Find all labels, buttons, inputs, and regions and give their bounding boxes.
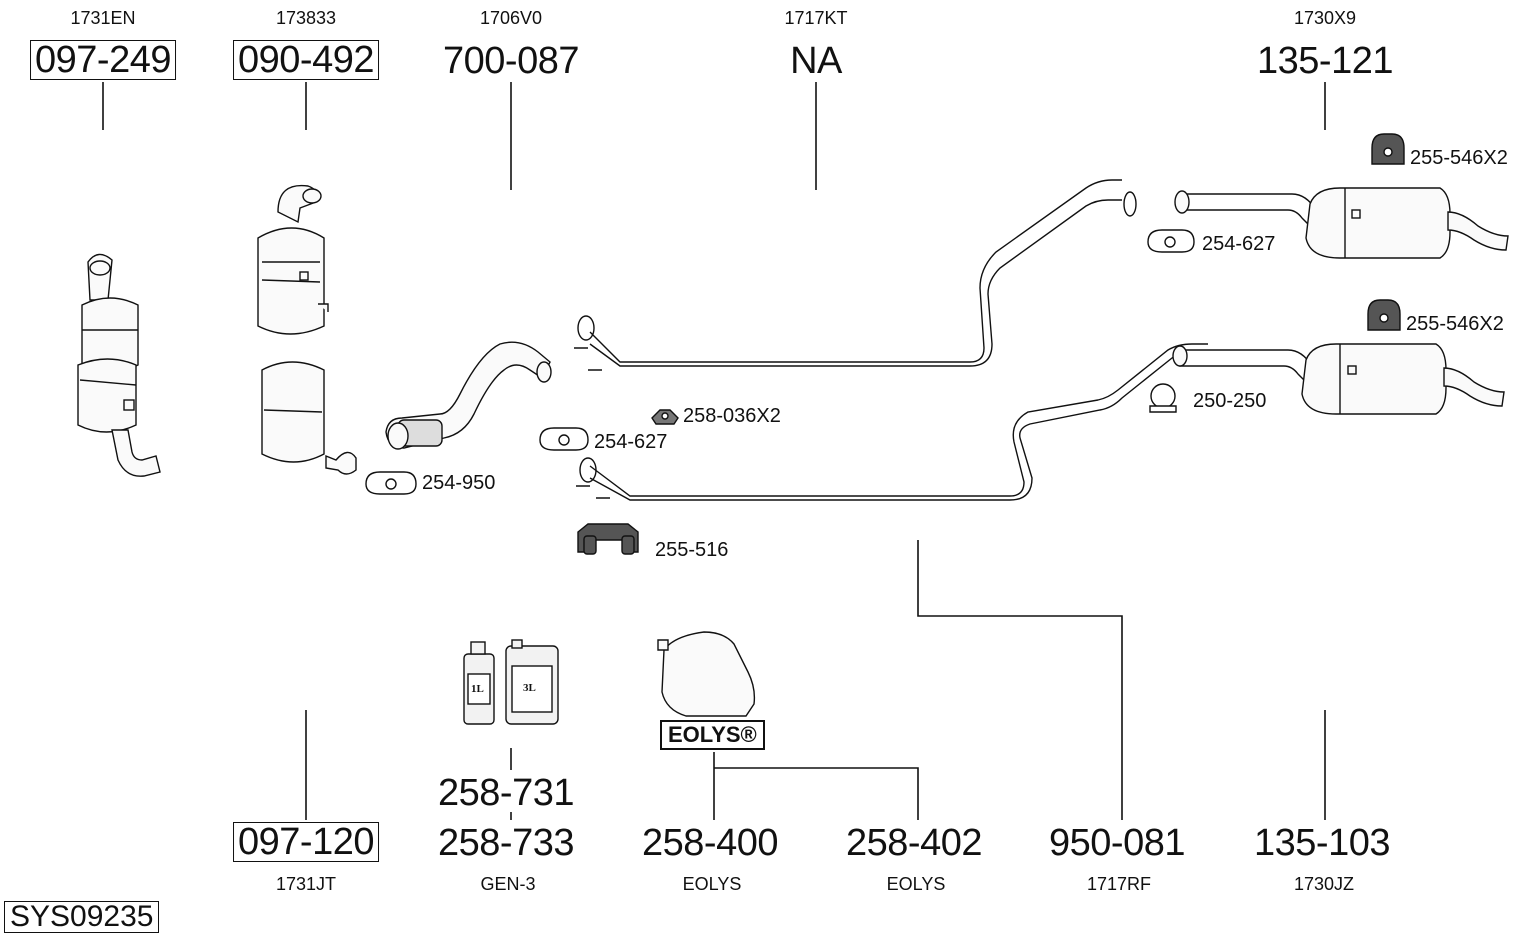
reference-code: 1730X9 — [1293, 8, 1357, 28]
part-number[interactable]: 258-400 — [642, 822, 778, 864]
reference-code: 173833 — [275, 8, 337, 28]
flex-pipe-icon — [385, 341, 552, 450]
leader-line — [714, 767, 919, 820]
reference-code: 1730JZ — [1293, 874, 1355, 894]
part-number[interactable]: NA — [790, 40, 842, 82]
reference-code: 1731JT — [275, 874, 337, 894]
callout-label[interactable]: 254-627 — [594, 431, 668, 453]
additive-container-icon — [463, 639, 559, 725]
leader-line — [917, 540, 1123, 820]
callout-label[interactable]: 250-250 — [1193, 390, 1267, 412]
callout-label[interactable]: 255-546X2 — [1406, 313, 1504, 335]
container-label: 1L — [471, 683, 484, 695]
part-number[interactable]: 097-120 — [233, 822, 379, 862]
nut-icon — [651, 409, 679, 425]
callout-label[interactable]: 254-950 — [422, 472, 496, 494]
rear-silencer-icon — [1174, 187, 1509, 259]
part-number[interactable]: 135-121 — [1257, 40, 1393, 82]
callout-label[interactable]: 255-546X2 — [1410, 147, 1508, 169]
reference-code: GEN-3 — [480, 874, 536, 894]
container-label: 3L — [523, 682, 536, 694]
callout-label[interactable]: 255-516 — [655, 539, 729, 561]
reference-code: 1731EN — [70, 8, 136, 28]
part-number[interactable]: 097-249 — [30, 40, 176, 80]
reference-code: 1706V0 — [479, 8, 543, 28]
intermediate-pipe-icon — [574, 179, 1137, 371]
reference-code: 1717RF — [1086, 874, 1152, 894]
particulate-filter-icon — [257, 184, 357, 475]
part-number[interactable]: 258-731 — [438, 772, 574, 814]
part-number[interactable]: 258-733 — [438, 822, 574, 864]
callout-label[interactable]: 254-627 — [1202, 233, 1276, 255]
part-number[interactable]: 135-103 — [1254, 822, 1390, 864]
rubber-hanger-icon — [1367, 299, 1401, 331]
callout-label[interactable]: 258-036X2 — [683, 405, 781, 427]
reference-code: 1717KT — [784, 8, 848, 28]
system-id: SYS09235 — [4, 901, 160, 933]
part-number[interactable]: 090-492 — [233, 40, 379, 80]
hanger-bracket-icon — [577, 523, 639, 555]
rear-silencer-icon — [1172, 343, 1505, 415]
clamp-icon — [1149, 383, 1177, 413]
particulate-filter-icon — [77, 253, 161, 477]
part-number[interactable]: 950-081 — [1049, 822, 1185, 864]
part-number[interactable]: 258-402 — [846, 822, 982, 864]
clamp-icon — [1147, 229, 1195, 253]
rubber-hanger-icon — [1371, 133, 1405, 165]
reference-code: EOLYS — [886, 874, 946, 894]
part-number[interactable]: 700-087 — [443, 40, 579, 82]
clamp-icon — [365, 471, 417, 495]
eolys-badge: EOLYS® — [660, 720, 765, 750]
eolys-reservoir-icon — [657, 631, 756, 717]
reference-code: EOLYS — [682, 874, 742, 894]
clamp-icon — [539, 427, 589, 451]
